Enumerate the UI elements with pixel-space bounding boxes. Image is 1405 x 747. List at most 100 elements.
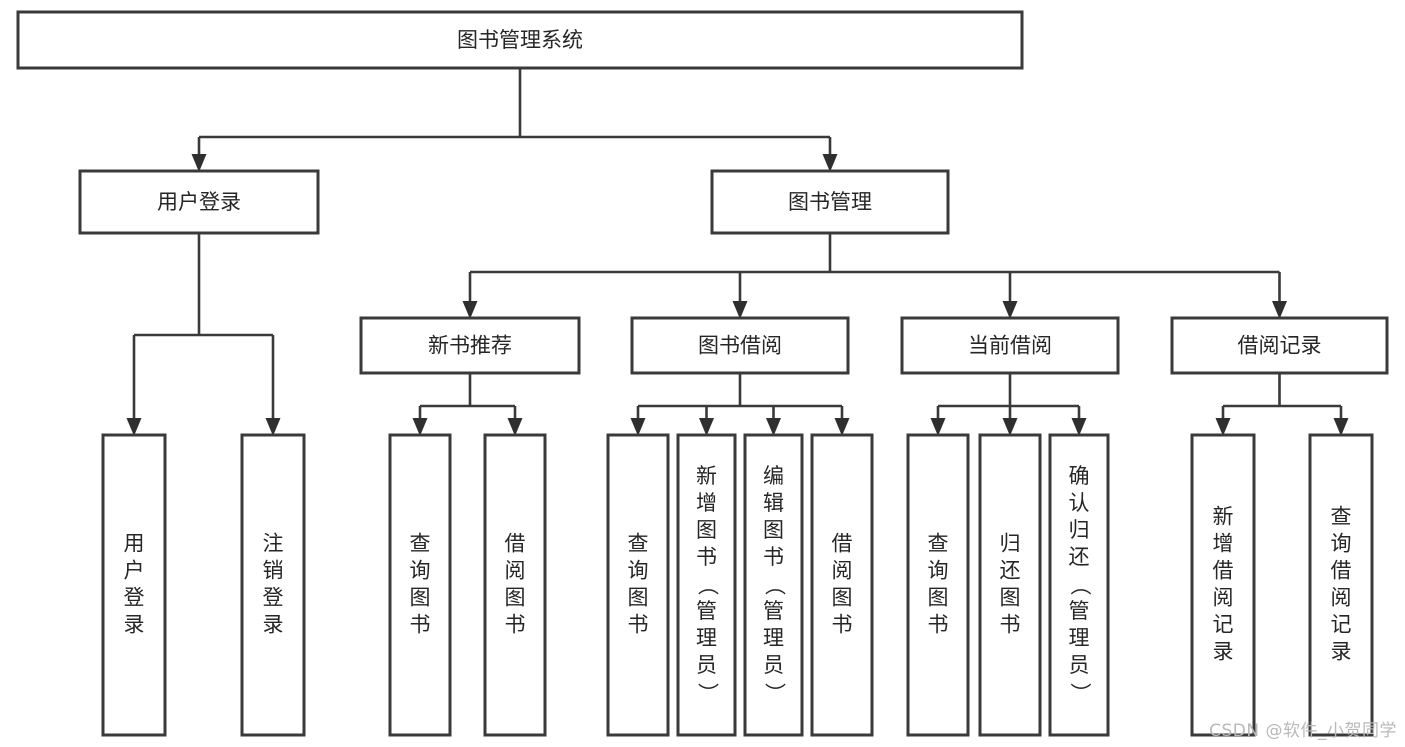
arrow-head-icon (822, 154, 838, 172)
node-label-char: 图 (628, 586, 649, 610)
node-box[interactable] (810, 433, 874, 737)
node-label-char: 认 (1069, 491, 1090, 515)
arrow-head-icon (1002, 301, 1018, 319)
node-box[interactable] (978, 433, 1042, 737)
node-box[interactable] (630, 316, 850, 375)
nodes-layer: 图书管理系统用户登录图书管理新书推荐图书借阅当前借阅借阅记录用户登录注销登录查询… (16, 10, 1389, 737)
node-book-manage[interactable]: 图书管理 (710, 169, 950, 235)
connector-group-current-borrow (930, 373, 1087, 436)
node-label-char: 新 (1213, 505, 1234, 529)
arrow-head-icon (930, 418, 946, 436)
node-label-char: 书 (505, 613, 526, 637)
node-label: 图书管理 (788, 190, 872, 214)
node-label-char: 书 (628, 613, 649, 637)
watermark: CSDN @软件_小贺同学 (1209, 721, 1397, 741)
node-label-char: 查 (410, 532, 431, 556)
node-label-char: 书 (410, 613, 431, 637)
node-borrow-record[interactable]: 借阅记录 (1170, 316, 1389, 375)
node-label-char: 询 (410, 559, 431, 583)
node-label-char: 书 (928, 613, 949, 637)
node-box[interactable] (900, 316, 1120, 375)
arrow-head-icon (412, 418, 428, 436)
node-new-book-rec[interactable]: 新书推荐 (359, 316, 581, 375)
node-box[interactable] (710, 169, 950, 235)
node-label-char: 员 (1069, 653, 1090, 677)
node-label-char: 图 (696, 518, 717, 542)
node-box[interactable] (240, 433, 306, 737)
node-box[interactable] (906, 433, 970, 737)
node-label-char: 管 (696, 599, 717, 623)
node-label-char: 登 (263, 586, 284, 610)
node-box[interactable] (359, 316, 581, 375)
node-label-char: 阅 (832, 559, 853, 583)
arrow-head-icon (1002, 418, 1018, 436)
node-box[interactable] (388, 433, 452, 737)
node-root[interactable]: 图书管理系统 (16, 10, 1024, 70)
node-label-char: 归 (1000, 532, 1021, 556)
node-box[interactable] (101, 433, 167, 737)
node-label-char: 还 (1000, 559, 1021, 583)
arrow-head-icon (1215, 418, 1231, 436)
arrow-head-icon (191, 154, 207, 172)
node-label-char: 书 (696, 545, 717, 569)
node-label: 用户登录 (157, 190, 241, 214)
arrow-head-icon (462, 301, 478, 319)
node-label-char: 图 (928, 586, 949, 610)
arrow-head-icon (507, 418, 523, 436)
node-label-char: 员 (763, 653, 784, 677)
node-box[interactable] (676, 433, 737, 737)
node-label-char: 管 (1069, 599, 1090, 623)
node-box[interactable] (1048, 433, 1110, 737)
node-label-char: （ (1068, 575, 1092, 596)
node-box[interactable] (1170, 316, 1389, 375)
arrow-head-icon (1333, 418, 1349, 436)
node-box[interactable] (1190, 433, 1256, 737)
node-label-char: 用 (124, 532, 145, 556)
node-label-char: 增 (1213, 532, 1234, 556)
node-user-login[interactable]: 用户登录 (78, 169, 320, 235)
arrow-head-icon (699, 418, 714, 436)
node-box[interactable] (1308, 433, 1374, 737)
node-label-char: 理 (696, 626, 717, 650)
node-current-borrow[interactable]: 当前借阅 (900, 316, 1120, 375)
node-label-char: 阅 (1331, 586, 1352, 610)
node-label-char: 录 (263, 613, 284, 637)
node-box[interactable] (743, 433, 804, 737)
node-label-char: 书 (832, 613, 853, 637)
node-label: 图书借阅 (698, 334, 782, 358)
node-label: 当前借阅 (968, 334, 1052, 358)
node-label-char: 借 (832, 532, 853, 556)
connectors-layer (126, 68, 1349, 436)
node-box[interactable] (606, 433, 670, 737)
arrow-head-icon (766, 418, 781, 436)
node-book-borrow[interactable]: 图书借阅 (630, 316, 850, 375)
node-box[interactable] (16, 10, 1024, 70)
node-label-char: 借 (1213, 559, 1234, 583)
node-box[interactable] (78, 169, 320, 235)
node-leaf-user-login[interactable]: 用户登录 (101, 433, 167, 737)
node-label-char: 询 (628, 559, 649, 583)
node-label-char: （ (763, 575, 787, 596)
node-label-char: 查 (928, 532, 949, 556)
node-box[interactable] (483, 433, 547, 737)
node-label-char: ） (696, 683, 720, 704)
